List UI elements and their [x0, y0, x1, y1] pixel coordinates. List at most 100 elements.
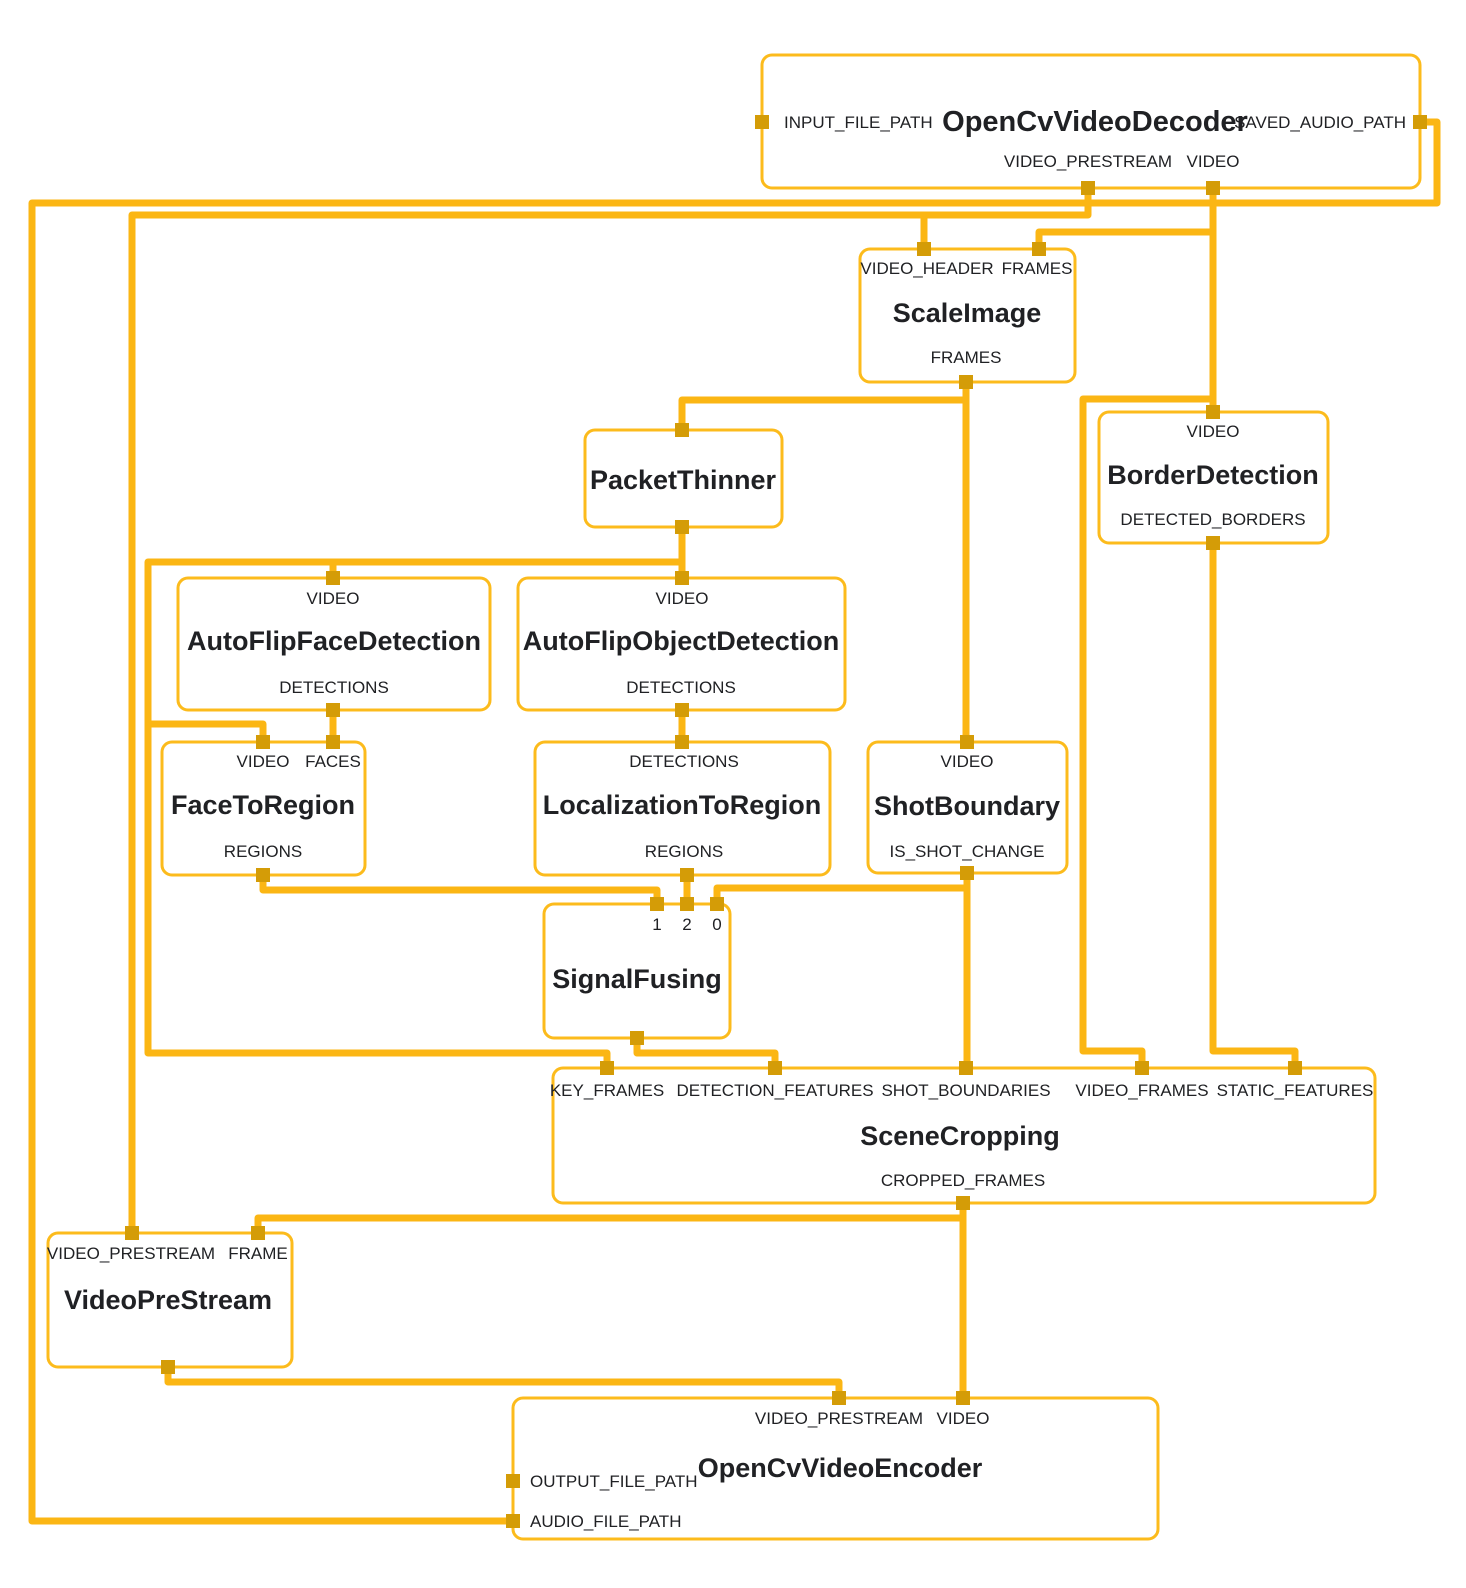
video-pre-stream-prestream-label: VIDEO_PRESTREAM — [47, 1244, 215, 1263]
scene-cropping-detection-features-port[interactable] — [768, 1061, 782, 1075]
border-detection-detected-borders-port[interactable] — [1206, 536, 1220, 550]
object-detection-detections-port[interactable] — [675, 703, 689, 717]
face-to-region-video-port[interactable] — [256, 735, 270, 749]
face-to-region-video-label: VIDEO — [237, 752, 290, 771]
decoder-title: OpenCvVideoDecoder — [942, 106, 1248, 138]
face-to-region-faces-label: FACES — [305, 752, 361, 771]
border-detection-title: BorderDetection — [1107, 460, 1319, 490]
scale-image-video-header-label: VIDEO_HEADER — [860, 259, 993, 278]
node-autoflip-face-detection: VIDEO AutoFlipFaceDetection DETECTIONS — [176, 576, 492, 712]
video-pre-stream-out-port[interactable] — [161, 1360, 175, 1374]
scene-cropping-key-frames-port[interactable] — [600, 1061, 614, 1075]
localization-to-region-regions-port[interactable] — [680, 868, 694, 882]
scene-cropping-key-frames-label: KEY_FRAMES — [550, 1081, 664, 1100]
signal-fusing-port-1-label: 1 — [652, 915, 661, 934]
object-detection-title: AutoFlipObjectDetection — [523, 626, 840, 656]
packet-thinner-out-port[interactable] — [675, 520, 689, 534]
encoder-video-prestream-port[interactable] — [832, 1391, 846, 1405]
scene-cropping-static-features-port[interactable] — [1288, 1061, 1302, 1075]
encoder-output-file-path-label: OUTPUT_FILE_PATH — [530, 1472, 698, 1491]
scene-cropping-static-features-label: STATIC_FEATURES — [1217, 1081, 1374, 1100]
localization-to-region-detections-label: DETECTIONS — [629, 752, 739, 771]
signal-fusing-port-0[interactable] — [710, 897, 724, 911]
shot-boundary-video-port[interactable] — [960, 735, 974, 749]
packet-thinner-in-port[interactable] — [675, 423, 689, 437]
edge-video-to-scale-frames — [1035, 228, 1213, 249]
video-pre-stream-frame-port[interactable] — [251, 1226, 265, 1240]
encoder-video-label: VIDEO — [937, 1409, 990, 1428]
shot-boundary-is-shot-change-label: IS_SHOT_CHANGE — [890, 842, 1045, 861]
edge-video-to-video-frames — [1079, 395, 1213, 1068]
face-to-region-faces-port[interactable] — [326, 735, 340, 749]
signal-fusing-port-2[interactable] — [680, 897, 694, 911]
edge-borders-out — [1209, 543, 1299, 1068]
scene-cropping-cropped-frames-port[interactable] — [956, 1196, 970, 1210]
localization-to-region-regions-label: REGIONS — [645, 842, 723, 861]
face-detection-title: AutoFlipFaceDetection — [187, 626, 481, 656]
scale-image-frames-out-port[interactable] — [959, 375, 973, 389]
encoder-video-port[interactable] — [956, 1391, 970, 1405]
face-detection-video-label: VIDEO — [307, 589, 360, 608]
scale-image-frames-in-label: FRAMES — [1002, 259, 1073, 278]
encoder-output-file-path-port[interactable] — [506, 1474, 520, 1488]
node-video-pre-stream: VIDEO_PRESTREAM FRAME VideoPreStream — [46, 1231, 294, 1369]
edge-saved-audio-path — [28, 118, 1441, 1525]
scene-cropping-shot-boundaries-port[interactable] — [959, 1061, 973, 1075]
decoder-video-prestream-port[interactable] — [1081, 181, 1095, 195]
decoder-saved-audio-path-port[interactable] — [1413, 115, 1427, 129]
decoder-video-label: VIDEO — [1187, 152, 1240, 171]
scene-cropping-video-frames-port[interactable] — [1135, 1061, 1149, 1075]
node-scale-image: VIDEO_HEADER FRAMES ScaleImage FRAMES — [858, 247, 1077, 384]
node-autoflip-object-detection: VIDEO AutoFlipObjectDetection DETECTIONS — [516, 576, 847, 712]
node-signal-fusing: 1 2 0 SignalFusing — [542, 902, 732, 1040]
node-face-to-region: VIDEO FACES FaceToRegion REGIONS — [160, 740, 367, 877]
border-detection-video-label: VIDEO — [1187, 422, 1240, 441]
node-localization-to-region: DETECTIONS LocalizationToRegion REGIONS — [533, 740, 832, 877]
object-detection-video-label: VIDEO — [656, 589, 709, 608]
decoder-input-file-path-label: INPUT_FILE_PATH — [784, 113, 933, 132]
object-detection-detections-label: DETECTIONS — [626, 678, 736, 697]
edge-face-regions — [259, 875, 661, 904]
shot-boundary-is-shot-change-port[interactable] — [960, 866, 974, 880]
video-pre-stream-prestream-port[interactable] — [125, 1226, 139, 1240]
object-detection-video-port[interactable] — [675, 571, 689, 585]
scene-cropping-video-frames-label: VIDEO_FRAMES — [1075, 1081, 1208, 1100]
border-detection-video-port[interactable] — [1206, 405, 1220, 419]
scale-image-video-header-port[interactable] — [917, 242, 931, 256]
scale-image-frames-out-label: FRAMES — [931, 348, 1002, 367]
decoder-video-prestream-label: VIDEO_PRESTREAM — [1004, 152, 1172, 171]
edge-video-to-face-to-region — [148, 720, 267, 742]
node-opencv-video-decoder: INPUT_FILE_PATH OpenCvVideoDecoder SAVED… — [760, 53, 1422, 190]
signal-fusing-port-0-label: 0 — [712, 915, 721, 934]
edge-cropped-to-frame — [254, 1214, 963, 1233]
signal-fusing-title: SignalFusing — [552, 964, 722, 994]
shot-boundary-video-label: VIDEO — [941, 752, 994, 771]
face-to-region-regions-label: REGIONS — [224, 842, 302, 861]
decoder-input-file-path-port[interactable] — [755, 115, 769, 129]
packet-thinner-title: PacketThinner — [590, 465, 777, 495]
localization-to-region-detections-port[interactable] — [675, 735, 689, 749]
scene-cropping-cropped-frames-label: CROPPED_FRAMES — [881, 1171, 1045, 1190]
face-to-region-title: FaceToRegion — [171, 790, 355, 820]
face-detection-video-port[interactable] — [326, 571, 340, 585]
face-to-region-regions-port[interactable] — [256, 868, 270, 882]
scene-cropping-title: SceneCropping — [860, 1121, 1060, 1151]
encoder-audio-file-path-label: AUDIO_FILE_PATH — [530, 1512, 681, 1531]
decoder-saved-audio-path-label: SAVED_AUDIO_PATH — [1234, 113, 1406, 132]
edge-frames-to-packet — [678, 396, 966, 430]
edge-video-prestream — [128, 188, 1092, 1233]
encoder-audio-file-path-port[interactable] — [506, 1514, 520, 1528]
encoder-title: OpenCvVideoEncoder — [698, 1453, 983, 1483]
scale-image-frames-in-port[interactable] — [1032, 242, 1046, 256]
node-packet-thinner: PacketThinner — [583, 428, 784, 529]
signal-fusing-out-port[interactable] — [630, 1031, 644, 1045]
signal-fusing-port-1[interactable] — [650, 897, 664, 911]
face-detection-detections-port[interactable] — [326, 703, 340, 717]
edge-fusing-out — [633, 1038, 779, 1068]
node-border-detection: VIDEO BorderDetection DETECTED_BORDERS — [1097, 410, 1330, 545]
decoder-video-port[interactable] — [1206, 181, 1220, 195]
scale-image-title: ScaleImage — [893, 298, 1042, 328]
signal-fusing-port-2-label: 2 — [682, 915, 691, 934]
edge-key-frames — [144, 558, 682, 1068]
